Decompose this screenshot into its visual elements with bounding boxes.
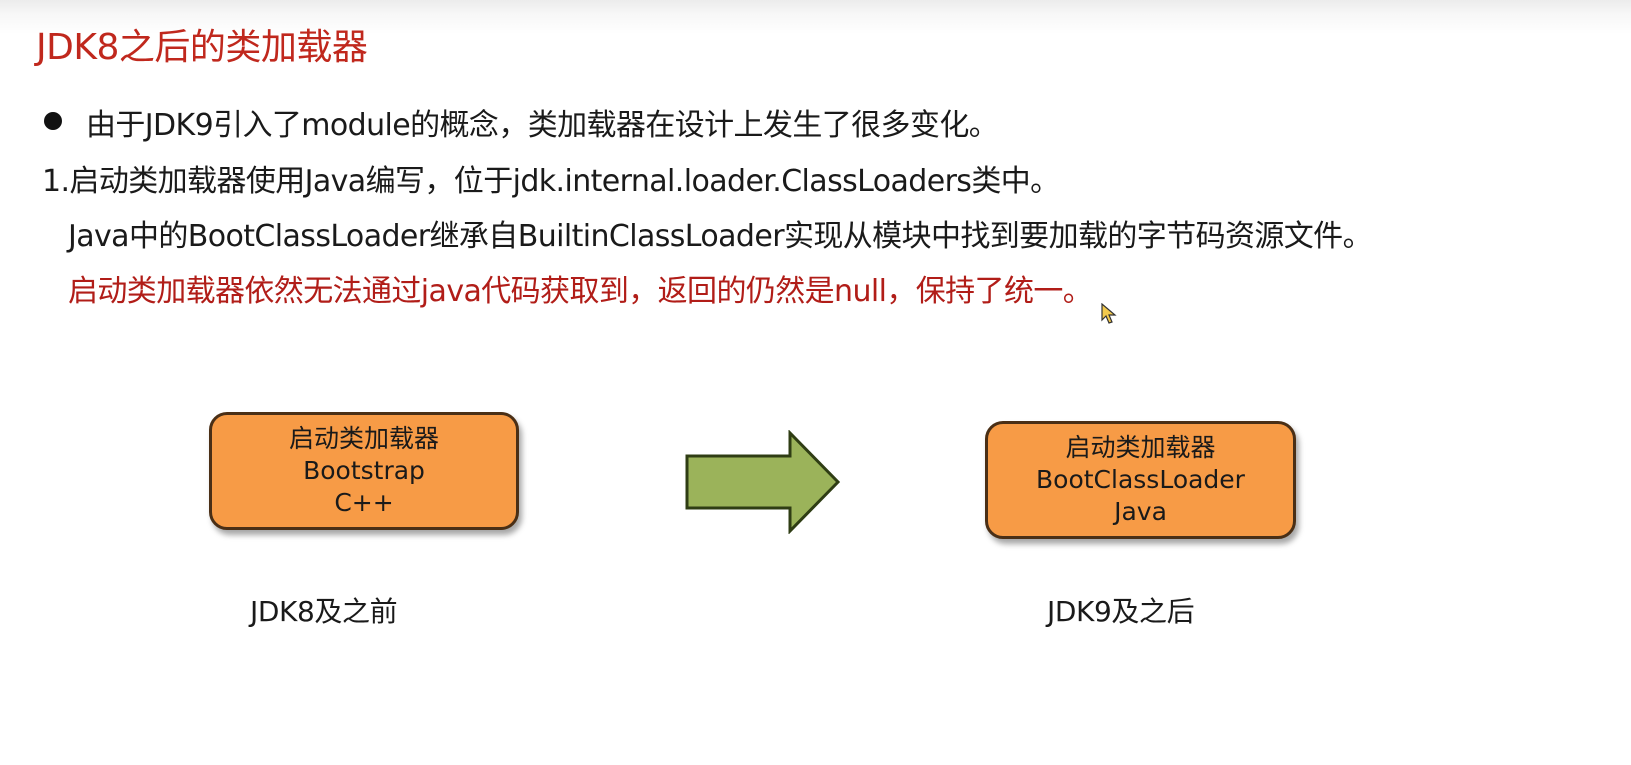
point-1-note: 启动类加载器依然无法通过java代码获取到，返回的仍然是null，保持了统一。: [68, 274, 1093, 309]
point-1-text: 1.启动类加载器使用Java编写，位于jdk.internal.loader.C…: [42, 164, 1060, 199]
caption-after: JDK9及之后: [1047, 595, 1195, 628]
bullet-text: 由于JDK9引入了module的概念，类加载器在设计上发生了很多变化。: [86, 108, 999, 143]
box-after-line-2: BootClassLoader: [1036, 465, 1245, 494]
bootstrap-loader-box: 启动类加载器 Bootstrap C++: [209, 412, 519, 530]
box-before-line-2: Bootstrap: [303, 456, 425, 485]
boot-class-loader-box: 启动类加载器 BootClassLoader Java: [985, 421, 1296, 539]
slide-title: JDK8之后的类加载器: [36, 27, 368, 68]
box-after-line-1: 启动类加载器: [1065, 433, 1216, 462]
box-after-line-3: Java: [1114, 497, 1167, 526]
bullet-dot-icon: [44, 112, 62, 130]
box-before-line-3: C++: [334, 488, 394, 517]
right-arrow-icon: [685, 430, 841, 534]
mouse-cursor-icon: [1101, 303, 1117, 324]
box-before-line-1: 启动类加载器: [288, 424, 439, 453]
caption-before: JDK8及之前: [250, 595, 398, 628]
point-1-detail: Java中的BootClassLoader继承自BuiltinClassLoad…: [68, 219, 1373, 254]
